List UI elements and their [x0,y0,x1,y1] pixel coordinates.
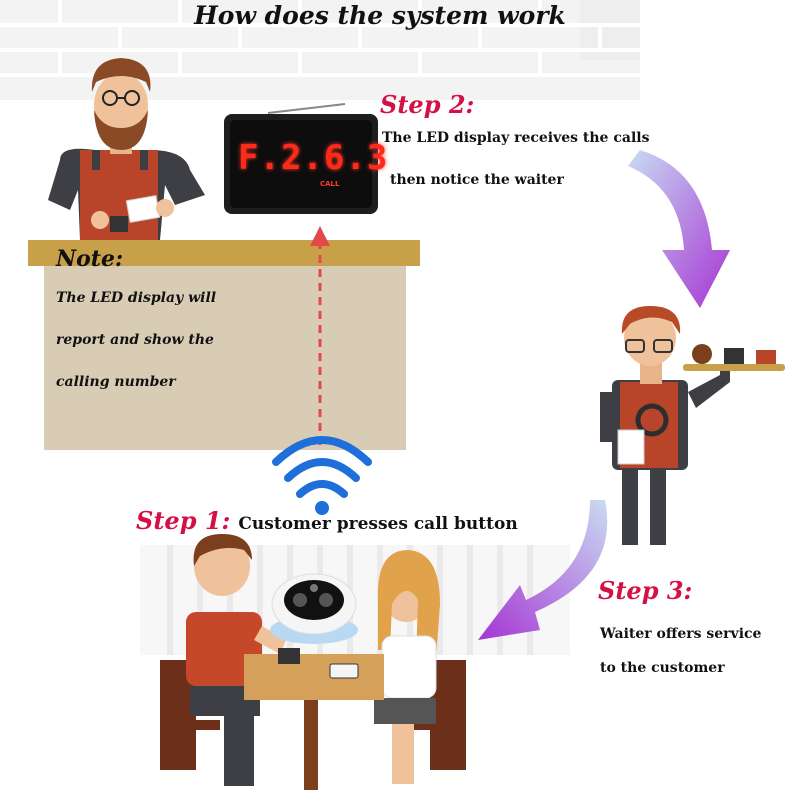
step2-heading: Step 2: [380,90,475,119]
customers-at-table [160,534,466,790]
step2-line1: The LED display receives the calls [382,130,650,146]
step3-line1: Waiter offers service [600,626,762,642]
signal-dashed-arrow [310,226,330,445]
note-line-2: report and show the [56,332,214,348]
step3-line2: to the customer [600,660,725,676]
step1-label: Step 1: Customer presses call button [136,506,518,540]
counter [28,240,420,450]
call-button-icon [270,573,358,644]
note-line-1: The LED display will [56,290,217,306]
led-display-label: CALL [320,180,340,188]
step2-line2: then notice the waiter [390,172,564,188]
step3-heading: Step 3: [598,576,693,605]
page-title: How does the system work [194,1,566,30]
waiter-figure [600,306,785,545]
note-heading: Note: [56,246,124,272]
wifi-signal-icon [272,436,372,515]
curved-arrow-icon [628,150,730,308]
step1-heading: Step 1: [136,506,231,535]
led-display-icon [224,103,378,214]
note-line-3: calling number [56,374,176,390]
step1-text: Customer presses call button [238,514,518,534]
bartender-figure [48,58,205,242]
led-display-number: F.2.6.3 [238,138,389,178]
curved-arrow-icon [478,500,608,640]
